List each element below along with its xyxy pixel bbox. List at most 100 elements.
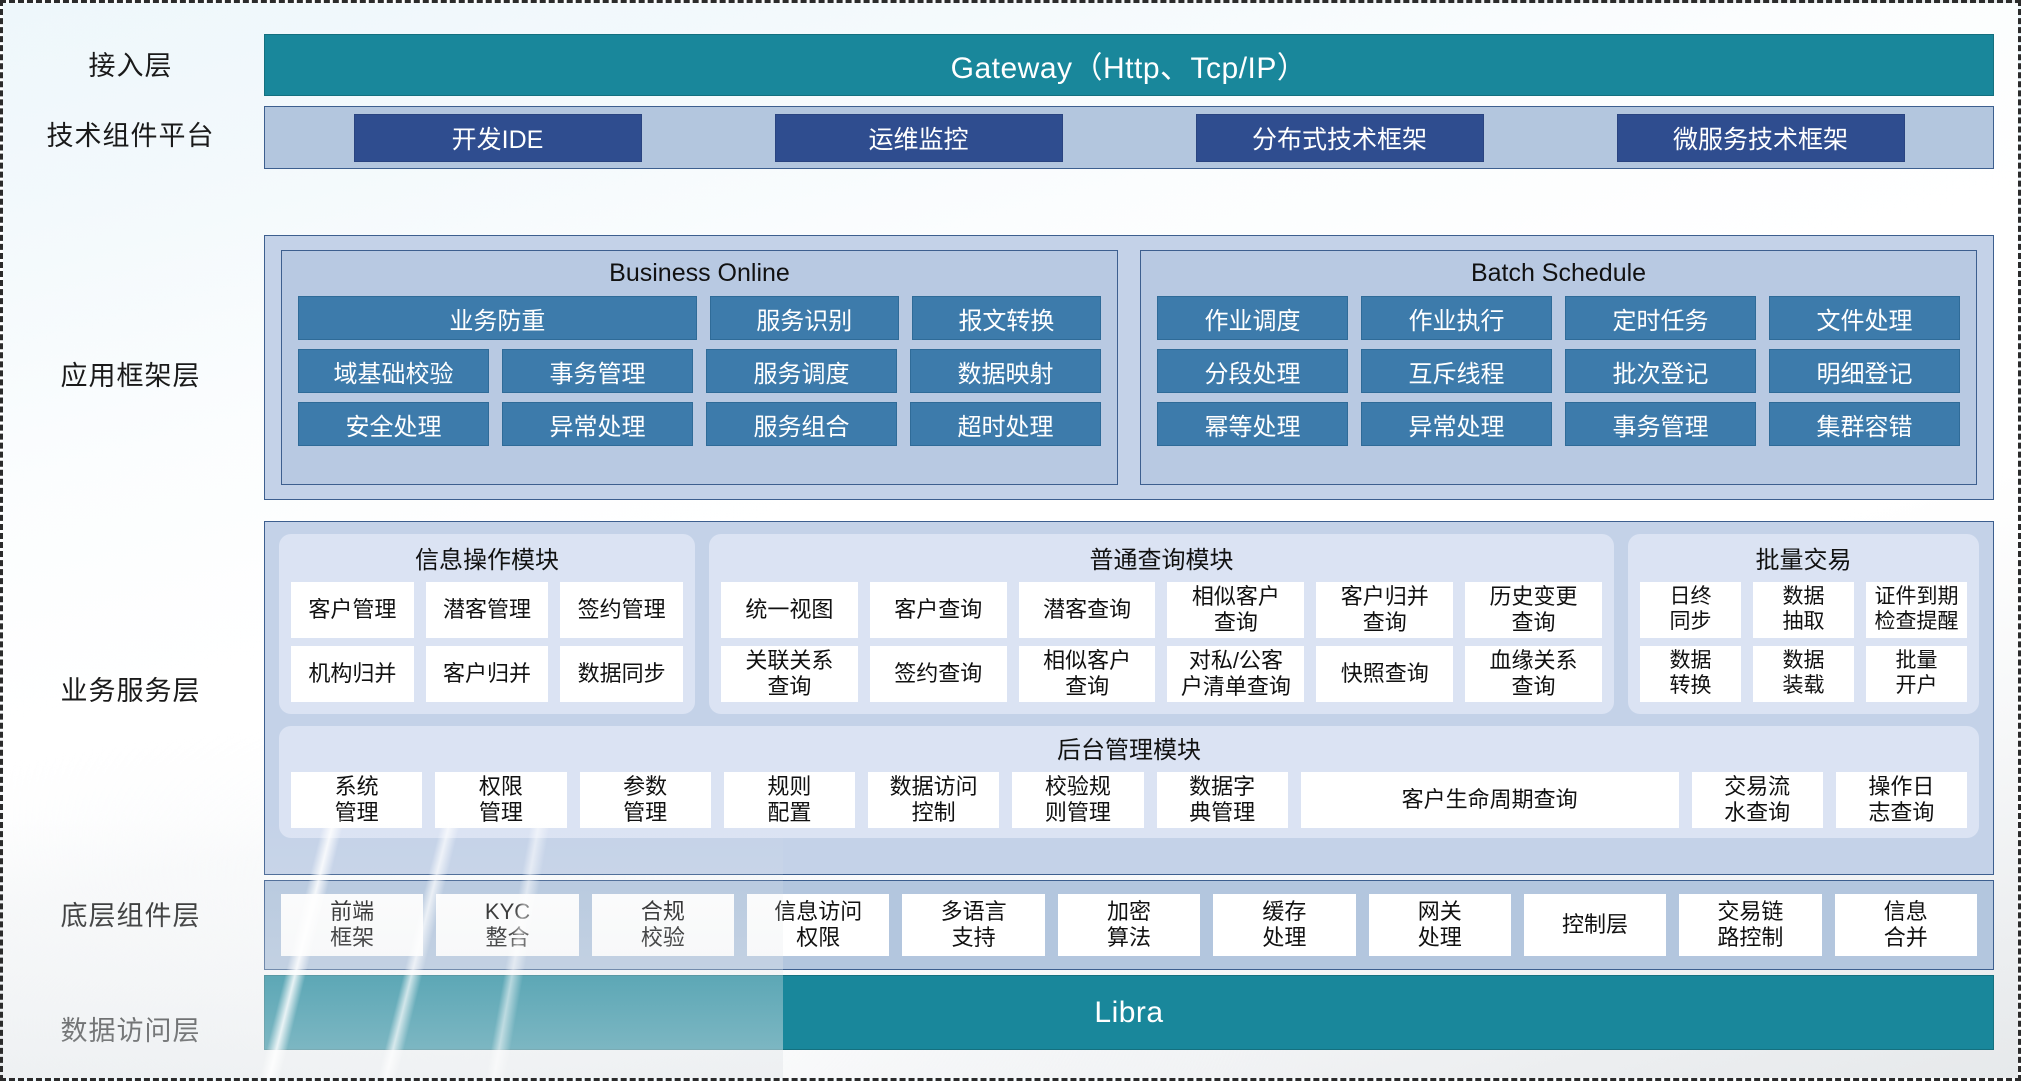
layer-label-app-framework: 应用框架层 (60, 360, 201, 391)
service-item[interactable]: 血缘关系 查询 (1465, 646, 1602, 702)
framework-row: 分段处理互斥线程批次登记明细登记 (1157, 349, 1960, 393)
service-modules-row: 信息操作模块客户管理潜客管理签约管理机构归并客户归并数据同步 普通查询模块统一视图… (279, 534, 1979, 714)
service-module-row: 关联关系 查询签约查询相似客户 查询对私/公客 户清单查询快照查询血缘关系 查询 (721, 646, 1602, 702)
framework-chip[interactable]: 安全处理 (298, 402, 489, 446)
service-item[interactable]: 客户管理 (291, 582, 414, 638)
admin-item[interactable]: 权限 管理 (435, 772, 567, 828)
admin-module-row: 后台管理模块 系统 管理权限 管理参数 管理规则 配置数据访问 控制校验规 则管… (279, 726, 1979, 838)
business-service-layer: 信息操作模块客户管理潜客管理签约管理机构归并客户归并数据同步 普通查询模块统一视图… (264, 521, 1994, 875)
tech-platform-strip: 开发IDE 运维监控 分布式技术框架 微服务技术框架 (264, 106, 1994, 169)
service-item[interactable]: 对私/公客 户清单查询 (1167, 646, 1305, 702)
component-item[interactable]: 交易链 路控制 (1679, 894, 1822, 956)
service-item[interactable]: 历史变更 查询 (1465, 582, 1602, 638)
service-item[interactable]: 数据同步 (560, 646, 684, 702)
service-item[interactable]: 相似客户 查询 (1018, 646, 1156, 702)
admin-item[interactable]: 操作日 志查询 (1835, 772, 1967, 828)
admin-module-panel: 后台管理模块 系统 管理权限 管理参数 管理规则 配置数据访问 控制校验规 则管… (279, 726, 1979, 838)
component-item[interactable]: 网关 处理 (1368, 894, 1511, 956)
service-item[interactable]: 潜客管理 (425, 582, 549, 638)
component-item[interactable]: KYC 整合 (436, 894, 579, 956)
framework-chip[interactable]: 异常处理 (502, 402, 693, 446)
framework-chip[interactable]: 异常处理 (1361, 402, 1552, 446)
component-item[interactable]: 信息 合并 (1834, 894, 1977, 956)
service-item[interactable]: 客户归并 (425, 646, 549, 702)
service-item[interactable]: 日终 同步 (1640, 582, 1741, 638)
component-item[interactable]: 合规 校验 (591, 894, 735, 956)
service-item[interactable]: 批量 开户 (1866, 646, 1967, 702)
framework-chip[interactable]: 服务调度 (706, 349, 897, 393)
framework-chip[interactable]: 业务防重 (298, 296, 697, 340)
service-item[interactable]: 统一视图 (721, 582, 858, 638)
framework-chip[interactable]: 事务管理 (502, 349, 693, 393)
admin-item[interactable]: 参数 管理 (579, 772, 711, 828)
layer-label-access: 接入层 (88, 50, 173, 81)
framework-row: 作业调度作业执行定时任务文件处理 (1157, 296, 1960, 340)
framework-chip[interactable]: 服务组合 (706, 402, 897, 446)
framework-chip[interactable]: 作业调度 (1157, 296, 1348, 340)
service-item[interactable]: 关联关系 查询 (721, 646, 858, 702)
admin-item[interactable]: 系统 管理 (291, 772, 423, 828)
framework-chip[interactable]: 定时任务 (1565, 296, 1756, 340)
service-module-grid: 日终 同步数据 抽取证件到期 检查提醒数据 转换数据 装载批量 开户 (1640, 582, 1967, 702)
framework-chip[interactable]: 互斥线程 (1361, 349, 1552, 393)
service-item[interactable]: 潜客查询 (1018, 582, 1156, 638)
framework-chip[interactable]: 报文转换 (911, 296, 1102, 340)
gateway-bar[interactable]: Gateway（Http、Tcp/IP） (264, 34, 1994, 96)
framework-chip[interactable]: 明细登记 (1769, 349, 1960, 393)
admin-item[interactable]: 客户生命周期查询 (1300, 772, 1679, 828)
framework-chip[interactable]: 域基础校验 (298, 349, 489, 393)
framework-chip[interactable]: 数据映射 (910, 349, 1101, 393)
layer-label-business-service: 业务服务层 (60, 675, 201, 706)
libra-bar[interactable]: Libra (264, 975, 1994, 1050)
framework-chip[interactable]: 分段处理 (1157, 349, 1348, 393)
service-module-0: 信息操作模块客户管理潜客管理签约管理机构归并客户归并数据同步 (279, 534, 695, 714)
service-module-grid: 客户管理潜客管理签约管理机构归并客户归并数据同步 (291, 582, 684, 702)
framework-chip[interactable]: 批次登记 (1565, 349, 1756, 393)
tech-chip-0[interactable]: 开发IDE (353, 113, 642, 162)
service-item[interactable]: 客户查询 (869, 582, 1007, 638)
admin-item[interactable]: 数据字 典管理 (1156, 772, 1288, 828)
framework-grid: 作业调度作业执行定时任务文件处理分段处理互斥线程批次登记明细登记幂等处理异常处理… (1157, 296, 1960, 446)
framework-chip[interactable]: 服务识别 (709, 296, 899, 340)
service-item[interactable]: 签约查询 (869, 646, 1007, 702)
service-item[interactable]: 快照查询 (1316, 646, 1454, 702)
service-item[interactable]: 数据 转换 (1640, 646, 1741, 702)
framework-chip[interactable]: 超时处理 (910, 402, 1101, 446)
admin-item[interactable]: 数据访问 控制 (868, 772, 1000, 828)
component-item[interactable]: 前端 框架 (281, 894, 424, 956)
tech-chip-2[interactable]: 分布式技术框架 (1195, 113, 1484, 162)
admin-item[interactable]: 交易流 水查询 (1691, 772, 1823, 828)
admin-module-title: 后台管理模块 (1057, 737, 1201, 764)
service-item[interactable]: 数据 装载 (1753, 646, 1854, 702)
service-item[interactable]: 数据 抽取 (1753, 582, 1854, 638)
component-item[interactable]: 缓存 处理 (1213, 894, 1356, 956)
service-item[interactable]: 客户归并 查询 (1316, 582, 1454, 638)
service-module-row: 日终 同步数据 抽取证件到期 检查提醒 (1640, 582, 1967, 638)
framework-chip[interactable]: 作业执行 (1361, 296, 1552, 340)
framework-chip[interactable]: 事务管理 (1565, 402, 1756, 446)
component-item[interactable]: 加密 算法 (1057, 894, 1201, 956)
service-item[interactable]: 相似客户 查询 (1167, 582, 1305, 638)
component-item[interactable]: 多语言 支持 (902, 894, 1045, 956)
framework-chip[interactable]: 文件处理 (1769, 296, 1960, 340)
tech-chip-3[interactable]: 微服务技术框架 (1616, 113, 1905, 162)
service-module-row: 数据 转换数据 装载批量 开户 (1640, 646, 1967, 702)
service-item[interactable]: 证件到期 检查提醒 (1866, 582, 1967, 638)
tech-chip-1[interactable]: 运维监控 (774, 113, 1063, 162)
service-module-row: 机构归并客户归并数据同步 (291, 646, 684, 702)
service-item[interactable]: 签约管理 (560, 582, 684, 638)
component-item[interactable]: 信息访问 权限 (747, 894, 890, 956)
framework-panel-title: Batch Schedule (1470, 259, 1647, 287)
component-item[interactable]: 控制层 (1523, 894, 1667, 956)
framework-chip[interactable]: 集群容错 (1769, 402, 1960, 446)
service-module-title: 信息操作模块 (415, 547, 559, 574)
framework-chip[interactable]: 幂等处理 (1157, 402, 1348, 446)
service-module-title: 普通查询模块 (1089, 547, 1234, 574)
service-item[interactable]: 机构归并 (291, 646, 414, 702)
admin-item[interactable]: 规则 配置 (723, 772, 855, 828)
admin-item[interactable]: 校验规 则管理 (1012, 772, 1144, 828)
